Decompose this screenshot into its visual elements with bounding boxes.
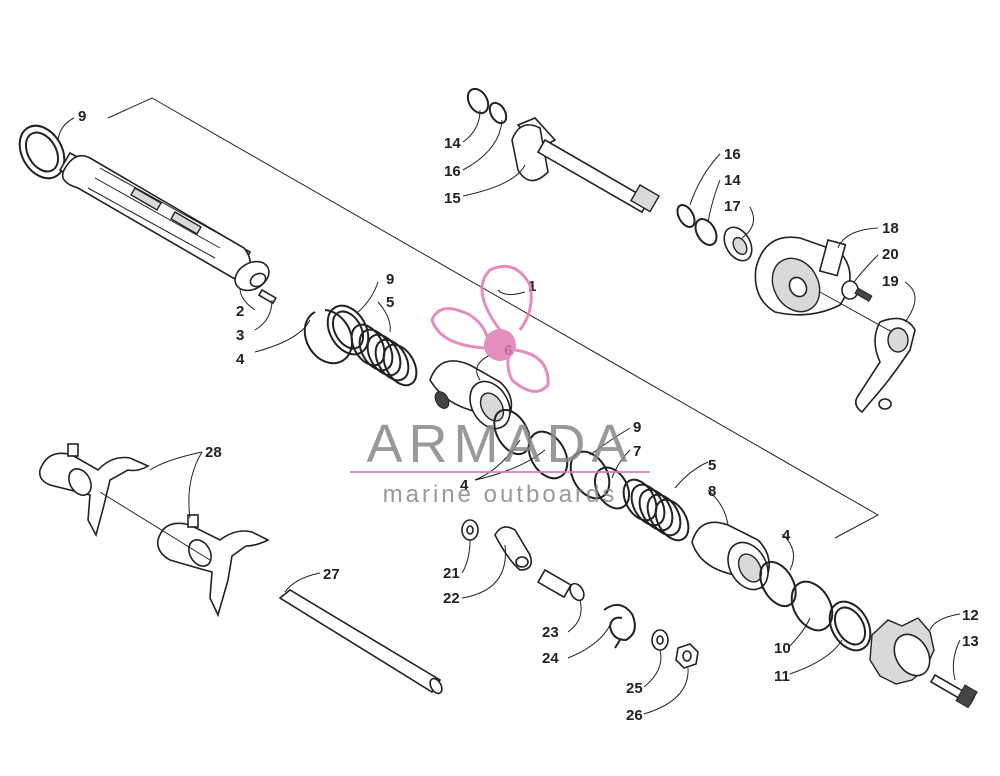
spring-24 bbox=[603, 603, 636, 649]
callout-14: 14 bbox=[444, 135, 461, 152]
fork-rod-27 bbox=[278, 589, 443, 695]
propeller-logo bbox=[430, 264, 550, 393]
callout-12: 12 bbox=[962, 607, 979, 624]
shaft-axis-line bbox=[819, 291, 893, 333]
washer-11 bbox=[828, 600, 872, 652]
star-gear-12 bbox=[869, 617, 935, 685]
callout-24: 24 bbox=[542, 650, 559, 667]
assembly-bracket bbox=[107, 97, 880, 539]
callout-11: 11 bbox=[774, 668, 790, 685]
spring-5b bbox=[622, 478, 690, 542]
bolt-20 bbox=[841, 280, 873, 302]
washer-14b bbox=[694, 218, 718, 246]
washer-25 bbox=[651, 629, 669, 651]
callout-labels: 9 2 3 4 9 5 6 1 4 9 7 5 8 4 10 11 12 13 … bbox=[78, 108, 979, 724]
shift-fork-28b bbox=[156, 514, 270, 618]
washer-21 bbox=[461, 519, 479, 541]
callout-4: 4 bbox=[236, 351, 245, 368]
callout-5: 5 bbox=[386, 294, 394, 311]
callout-9: 9 bbox=[386, 271, 394, 288]
callout-2: 2 bbox=[236, 303, 244, 320]
circlip-4c bbox=[759, 560, 797, 608]
stopper-lever-22 bbox=[494, 526, 533, 571]
callout-3: 3 bbox=[236, 327, 244, 344]
callout-20: 20 bbox=[882, 246, 899, 263]
shift-cam-8 bbox=[691, 521, 770, 591]
leader-lines bbox=[57, 109, 961, 715]
washer-10 bbox=[790, 580, 834, 632]
callout-10: 10 bbox=[774, 640, 791, 657]
shift-arm-19 bbox=[854, 317, 916, 414]
drum-pin bbox=[257, 288, 277, 305]
callout-4: 4 bbox=[460, 477, 469, 494]
callout-25: 25 bbox=[626, 680, 643, 697]
callout-8: 8 bbox=[708, 483, 716, 500]
watermark-tagline: marine outboards bbox=[383, 481, 618, 508]
callout-1: 1 bbox=[528, 278, 536, 295]
shift-fork-28a bbox=[38, 443, 150, 538]
callout-28: 28 bbox=[205, 444, 222, 461]
callout-19: 19 bbox=[882, 273, 899, 290]
callout-16: 16 bbox=[724, 146, 741, 163]
watermark-brand: ARMADA bbox=[366, 414, 633, 474]
propeller-blade-left bbox=[430, 307, 490, 350]
spring-5a bbox=[350, 323, 418, 387]
circlip-4b bbox=[493, 408, 531, 456]
callout-17: 17 bbox=[724, 198, 741, 215]
shift-drum bbox=[18, 124, 270, 292]
callout-23: 23 bbox=[542, 624, 559, 641]
watermark: ARMADA marine outboards bbox=[350, 264, 650, 508]
callout-21: 21 bbox=[443, 565, 460, 582]
callout-27: 27 bbox=[323, 566, 340, 583]
callout-26: 26 bbox=[626, 707, 643, 724]
callout-22: 22 bbox=[443, 590, 460, 607]
collar-23 bbox=[536, 568, 585, 602]
circlip-4a bbox=[303, 309, 354, 365]
callout-16: 16 bbox=[444, 163, 461, 180]
callout-14: 14 bbox=[724, 172, 741, 189]
callout-5: 5 bbox=[708, 457, 716, 474]
washer-14a bbox=[466, 87, 490, 115]
washer-9b bbox=[527, 430, 569, 480]
bolt-13 bbox=[929, 673, 978, 709]
callout-7: 7 bbox=[633, 443, 641, 460]
callout-18: 18 bbox=[882, 220, 899, 237]
shift-shaft-15 bbox=[511, 117, 661, 214]
propeller-blade-right bbox=[506, 348, 550, 393]
propeller-blade-top bbox=[480, 264, 533, 331]
washer-7 bbox=[569, 450, 631, 510]
bearing-17 bbox=[723, 226, 753, 262]
shift-drum-sensor-18 bbox=[754, 236, 851, 316]
callout-9: 9 bbox=[78, 108, 86, 125]
fork-axis-line bbox=[99, 491, 211, 561]
shift-cam-6 bbox=[429, 360, 513, 430]
propeller-hub bbox=[484, 329, 516, 361]
circlip-16b bbox=[676, 204, 696, 228]
callout-15: 15 bbox=[444, 190, 461, 207]
callout-9: 9 bbox=[633, 419, 641, 436]
callout-4: 4 bbox=[782, 527, 791, 544]
nut-26 bbox=[675, 643, 699, 669]
callout-13: 13 bbox=[962, 633, 979, 650]
circlip-16a bbox=[488, 101, 508, 125]
